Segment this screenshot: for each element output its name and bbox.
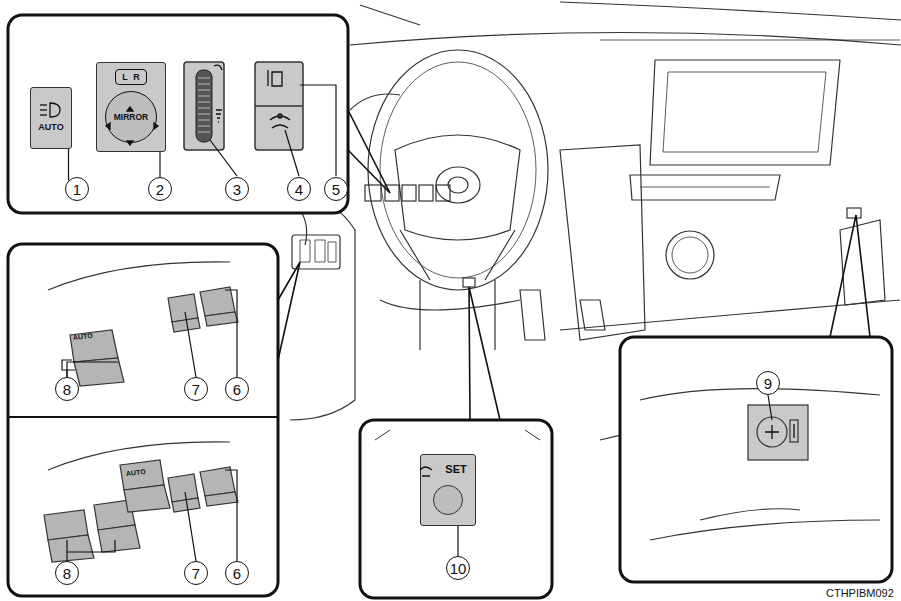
mirror-select-label: L R bbox=[115, 69, 146, 85]
figure-code: CTHPIBM092 bbox=[826, 588, 894, 599]
mirror-switch: L R MIRROR bbox=[96, 62, 166, 152]
callout-number: 7 bbox=[184, 377, 208, 401]
callout-number: 5 bbox=[324, 177, 348, 201]
callout-number: 1 bbox=[73, 182, 81, 197]
callout-number: 8 bbox=[63, 566, 71, 581]
mirror-adjust-label: MIRROR bbox=[105, 91, 157, 143]
switch-label: AUTO bbox=[38, 122, 63, 132]
leader-line bbox=[159, 152, 160, 177]
switch-label: AUTO bbox=[73, 332, 93, 341]
callout-number: 2 bbox=[156, 182, 164, 197]
callout-number: 7 bbox=[192, 382, 200, 397]
callout-number: 7 bbox=[192, 566, 200, 581]
callout-number: 2 bbox=[148, 177, 172, 201]
push-button bbox=[433, 485, 463, 515]
leader-line bbox=[68, 149, 69, 181]
headlight-switch: AUTO bbox=[30, 87, 72, 149]
callout-number: 10 bbox=[446, 556, 470, 580]
callout-number: 3 bbox=[233, 182, 241, 197]
callout-number: 7 bbox=[184, 561, 208, 585]
callout-number: 4 bbox=[287, 177, 311, 201]
callout-number: 1 bbox=[65, 177, 89, 201]
callout-number: 8 bbox=[63, 382, 71, 397]
switch-label: SET bbox=[445, 463, 466, 475]
callout-number: 4 bbox=[295, 182, 303, 197]
callout-number: 6 bbox=[233, 382, 241, 397]
callout-number: 6 bbox=[225, 561, 249, 585]
callout-number: 5 bbox=[332, 182, 340, 197]
callout-number: 8 bbox=[55, 561, 79, 585]
switch-label: AUTO bbox=[126, 468, 146, 477]
callout-number: 6 bbox=[225, 377, 249, 401]
callout-number: 8 bbox=[55, 377, 79, 401]
callout-number: 6 bbox=[233, 566, 241, 581]
callout-number: 10 bbox=[450, 561, 467, 576]
callout-number: 3 bbox=[225, 177, 249, 201]
callout-number: 9 bbox=[764, 376, 772, 391]
leader-line bbox=[457, 526, 458, 556]
set-switch: SET bbox=[420, 454, 476, 526]
callout-number: 9 bbox=[756, 371, 780, 395]
